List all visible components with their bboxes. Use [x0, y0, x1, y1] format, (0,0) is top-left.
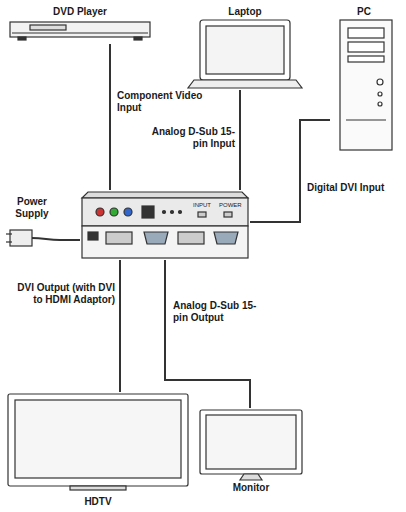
device-node: Power Supply [4, 196, 60, 252]
cable-label: Analog D-Sub 15-pin Input [150, 126, 236, 149]
cable [239, 90, 241, 190]
device-label: DVD Player [10, 6, 150, 18]
cable-label: Analog D-Sub 15-pin Output [172, 300, 270, 323]
device-node: PC [330, 4, 398, 154]
cable-label: Digital DVI Input [306, 182, 388, 194]
cable [60, 239, 80, 241]
panel-label: POWER [219, 202, 242, 209]
device-node: DVD Player [10, 4, 150, 44]
device-label: Power Supply [4, 196, 60, 219]
device-node: Monitor [198, 408, 304, 494]
device-label: PC [330, 6, 398, 18]
cable [250, 120, 330, 222]
device-label: Laptop [188, 6, 302, 18]
cable [165, 260, 250, 408]
cable [109, 44, 111, 190]
device-label: HDTV [8, 496, 188, 508]
cable-label: DVI Output (with DVI to HDMI Adaptor) [12, 282, 116, 305]
cable [119, 260, 121, 392]
panel-label: INPUT [193, 202, 211, 209]
cable-label: Component Video Input [116, 90, 226, 113]
device-node: HDTV [8, 392, 188, 508]
device-node: INPUT POWER [80, 190, 250, 260]
device-label: Monitor [198, 482, 304, 494]
device-node: Laptop [188, 4, 302, 90]
